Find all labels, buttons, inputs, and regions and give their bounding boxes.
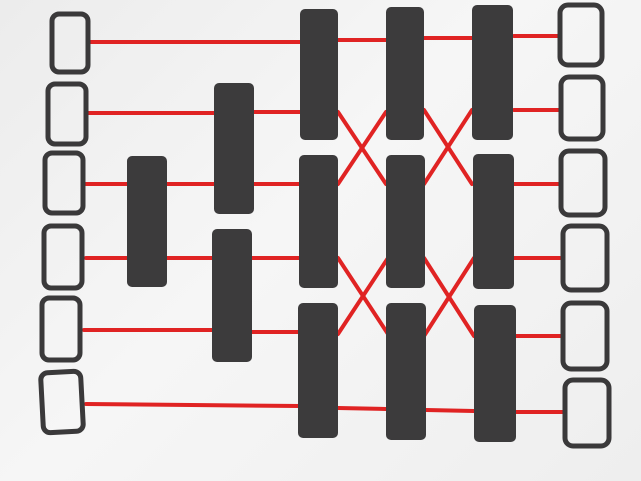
gate-stage2-rows4-5 <box>212 229 252 362</box>
output-port-4 <box>560 223 610 293</box>
crossing-stage4-lower-b <box>422 256 476 338</box>
output-port-2 <box>558 74 606 142</box>
wire-6-segment-c <box>424 408 476 413</box>
output-port-6 <box>562 377 612 449</box>
wire-6-segment-b <box>336 406 388 411</box>
gate-stage1-rows3-4 <box>127 156 167 287</box>
gate-stage2-rows2-3 <box>214 83 254 214</box>
gate-stage3-rows3-4 <box>299 155 338 288</box>
input-port-4 <box>41 223 85 291</box>
gate-stage4-rows5-6 <box>386 303 426 440</box>
wire-6-segment-a <box>84 402 302 408</box>
gate-stage4-rows1-2 <box>386 7 424 140</box>
crossing-stage3-upper-b <box>336 110 388 186</box>
output-port-5 <box>560 300 610 372</box>
output-port-group <box>557 2 612 449</box>
gate-group <box>127 5 516 442</box>
gate-stage5-rows1-2 <box>472 5 513 140</box>
gate-stage4-rows3-4 <box>386 155 425 288</box>
input-port-2 <box>45 81 89 147</box>
gate-stage3-rows5-6 <box>298 303 338 438</box>
wire-group <box>82 34 566 414</box>
input-port-5 <box>39 295 83 363</box>
crossing-stage4-upper-b <box>422 108 474 186</box>
gate-stage5-rows5-6 <box>474 305 516 442</box>
output-port-3 <box>558 148 608 218</box>
gate-stage3-rows1-2 <box>300 9 338 140</box>
input-port-group <box>38 11 91 436</box>
output-port-1 <box>557 2 605 68</box>
input-port-1 <box>49 11 91 75</box>
gate-stage5-rows3-4 <box>473 154 514 289</box>
input-port-3 <box>42 150 86 216</box>
input-port-6 <box>38 368 86 436</box>
crossing-stage3-lower-b <box>336 256 390 336</box>
